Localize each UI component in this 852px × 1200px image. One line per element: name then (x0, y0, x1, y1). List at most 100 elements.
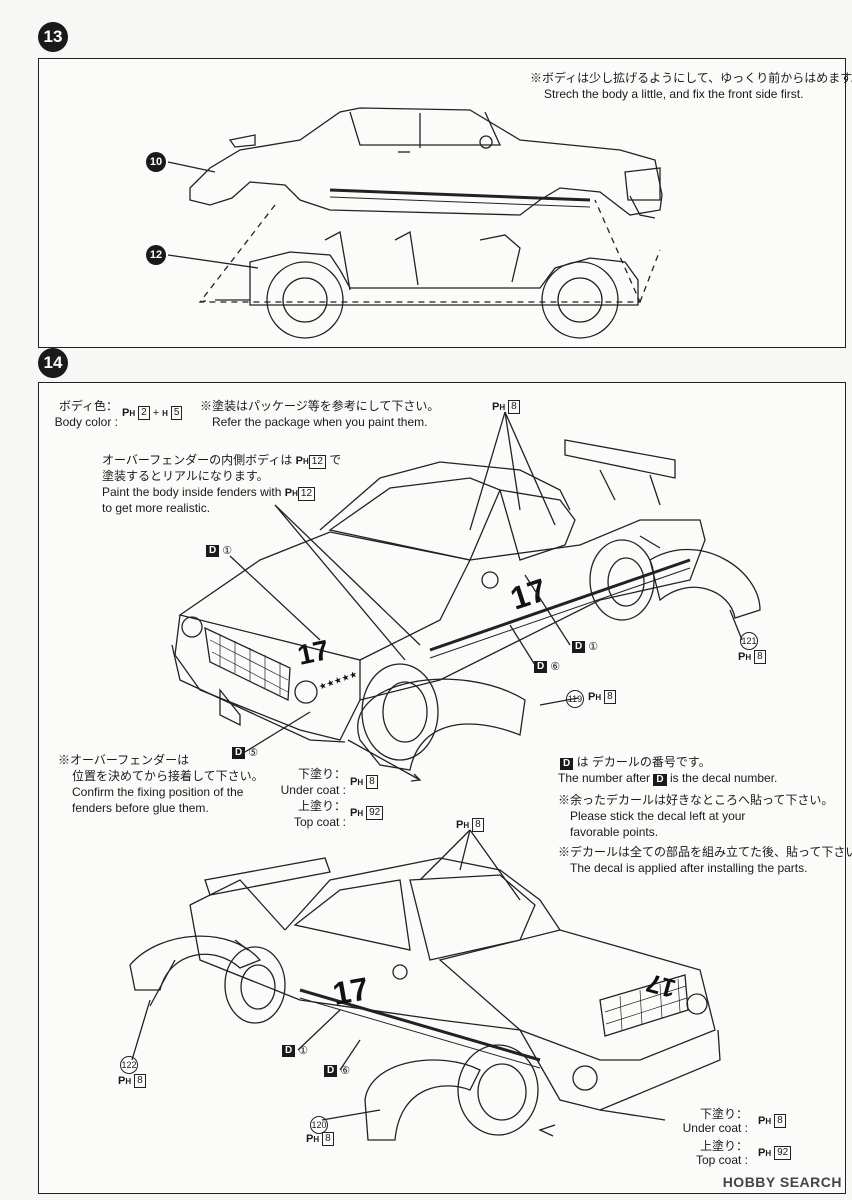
color-code-box: 8 (322, 1132, 334, 1146)
decal-mark: D (206, 544, 220, 557)
ph-mark: PH (295, 455, 309, 467)
color-code-box: 8 (134, 1074, 146, 1088)
leftover-note-en-2: favorable points. (570, 825, 659, 839)
step-14-panel (38, 382, 846, 1194)
text: は デカールの番号です。 (576, 755, 711, 769)
overfender-note-jp-2: 位置を決めてから接着して下さい。 (72, 769, 264, 783)
step-13-badge: 13 (38, 22, 68, 52)
under-coat2-jp: 下塗り： (699, 1107, 748, 1121)
overfender-note-jp-1: ※オーバーフェンダーは (58, 753, 190, 767)
fender-paint-en-line2: to get more realistic. (102, 501, 211, 515)
decal-mark: D (560, 758, 574, 770)
door-number-17-car2: 17 (330, 970, 371, 1012)
ph-mark: PH (284, 487, 298, 499)
plus-sign: + (152, 407, 160, 419)
part-122-label: 122 (120, 1056, 138, 1074)
hobby-search-watermark: HOBBY SEARCH (722, 1174, 842, 1190)
ph-mark: PH (758, 1115, 772, 1127)
color-code-box: 8 (754, 650, 766, 664)
ph-mark: PH (306, 1133, 320, 1145)
ph-mark: PH (758, 1147, 772, 1159)
step-13-note-en: Strech the body a little, and fix the fr… (544, 87, 804, 101)
top-coat2-jp: 上塗り： (699, 1139, 748, 1153)
text: オーバーフェンダーの内側ボディは (102, 453, 293, 467)
decal-mark: D (534, 660, 548, 673)
text: で (329, 453, 342, 467)
text: The number after (558, 771, 651, 785)
under-coat2-en: Under coat : (682, 1121, 748, 1135)
text: is the decal number. (669, 771, 778, 785)
color-code-box: 12 (297, 487, 316, 501)
decal-number: ① (222, 545, 233, 557)
ph-mark: H (162, 409, 168, 418)
decal-mark: D (282, 1044, 296, 1057)
top-coat-en: Top coat : (293, 815, 346, 829)
color-code-box: 5 (170, 406, 183, 420)
ph-mark: PH (492, 401, 506, 413)
color-code-box: 8 (472, 818, 484, 832)
fender-paint-jp-line2: 塗装するとリアルになります。 (102, 469, 269, 483)
top-coat2-en: Top coat : (695, 1153, 748, 1167)
applied-note-en: The decal is applied after installing th… (570, 861, 808, 875)
part-120-label: 120 (310, 1116, 328, 1134)
applied-note-jp: ※デカールは全ての部品を組み立てた後、貼って下さい。 (558, 845, 852, 859)
ph-mark: PH (350, 807, 364, 819)
decal-number: ⑥ (550, 661, 561, 673)
color-code-box: 8 (508, 400, 520, 414)
body-color-value: PH 2 + H 5 (122, 406, 183, 420)
leftover-note-jp: ※余ったデカールは好きなところへ貼って下さい。 (558, 793, 834, 807)
paint-note-en: Refer the package when you paint them. (212, 415, 428, 429)
ph-mark: PH (456, 819, 470, 831)
decal-note-en: The number after D is the decal number. (558, 770, 777, 786)
hood-stars: ★★★★★ (318, 670, 359, 693)
color-code-box: 92 (366, 806, 384, 820)
decal-note-jp: D は デカールの番号です。 (560, 754, 711, 770)
part-121-label: 121 (740, 632, 758, 650)
decal-mark: D (572, 640, 586, 653)
step-13-drawing (167, 107, 663, 339)
ph-mark: PH (588, 691, 602, 703)
paint-note-jp: ※塗装はパッケージ等を参考にして下さい。 (200, 399, 440, 413)
decal-number: ⑤ (248, 747, 259, 759)
part-12-badge: 12 (146, 245, 166, 265)
under-coat-jp: 下塗り： (297, 767, 346, 781)
decal-mark: D (324, 1064, 338, 1077)
top-coat-jp: 上塗り： (297, 799, 346, 813)
part-10-badge: 10 (146, 152, 166, 172)
decal-mark: D (653, 774, 667, 786)
body-color-en: Body color : (54, 415, 118, 429)
step-14-badge: 14 (38, 348, 68, 378)
color-code-box: 2 (138, 406, 150, 420)
decal-number: ⑥ (340, 1065, 351, 1077)
under-coat-en: Under coat : (280, 783, 346, 797)
color-code-box: 8 (774, 1114, 786, 1128)
overfender-note-en-2: fenders before glue them. (72, 801, 209, 815)
decal-mark: D (232, 746, 246, 759)
leftover-note-en-1: Please stick the decal left at your (570, 809, 746, 823)
color-code-box: 8 (366, 775, 378, 789)
ph-mark: PH (122, 407, 136, 419)
ph-mark: PH (350, 776, 364, 788)
step-13-note-jp: ※ボディは少し拡げるようにして、ゆっくり前からはめます。 (530, 71, 852, 85)
decal-number: ① (298, 1045, 309, 1057)
ph-mark: PH (738, 651, 752, 663)
body-color-jp: ボディ色： (58, 399, 118, 413)
